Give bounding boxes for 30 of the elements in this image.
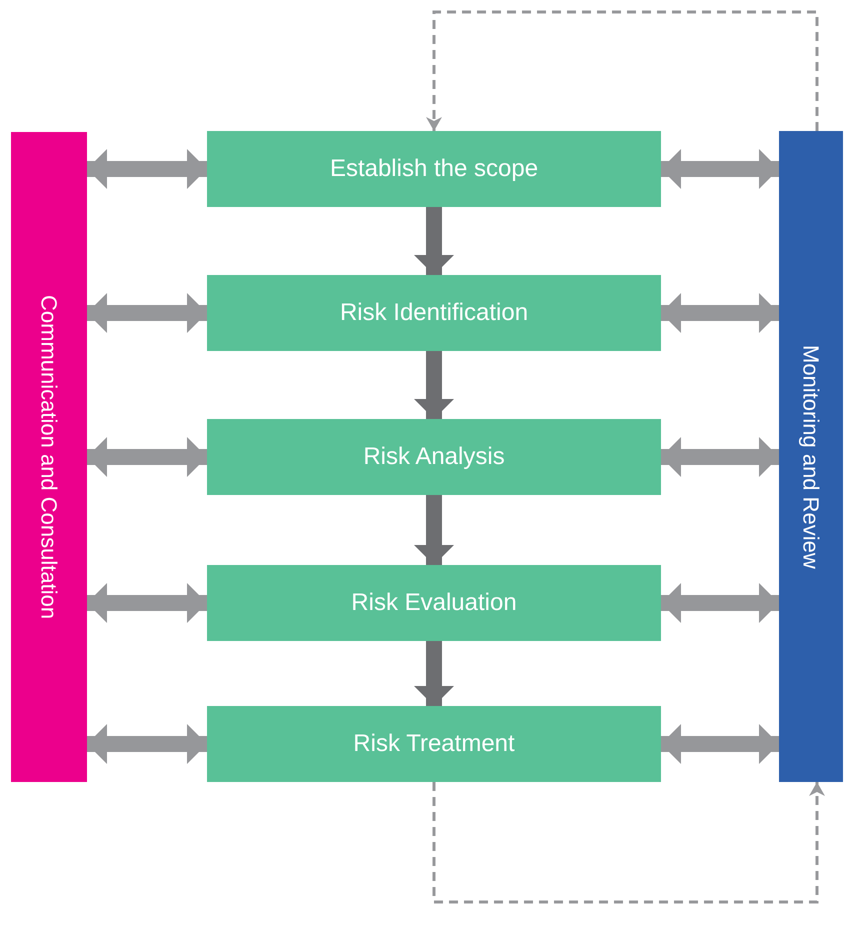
process-box <box>207 275 661 351</box>
node-label: Communication and Consultation <box>36 294 62 620</box>
arrow <box>87 583 207 623</box>
process-box <box>207 706 661 782</box>
arrow <box>661 149 779 189</box>
node-label: Monitoring and Review <box>798 344 824 568</box>
arrow <box>661 293 779 333</box>
node-label: Risk Identification <box>340 298 528 328</box>
arrow <box>414 495 454 565</box>
arrow <box>414 641 454 706</box>
arrow <box>661 724 779 764</box>
arrow <box>414 207 454 275</box>
side-bar <box>779 131 843 782</box>
process-box <box>207 565 661 641</box>
arrow <box>414 351 454 419</box>
process-box <box>207 419 661 495</box>
arrow <box>87 724 207 764</box>
side-bar <box>11 132 87 782</box>
node-label: Establish the scope <box>330 154 538 184</box>
node-label: Risk Treatment <box>353 729 515 759</box>
arrow <box>87 437 207 477</box>
node-label: Risk Evaluation <box>351 588 517 618</box>
arrow <box>87 293 207 333</box>
arrow <box>87 149 207 189</box>
arrow <box>426 10 818 131</box>
process-box <box>207 131 661 207</box>
arrow <box>432 782 825 904</box>
arrow <box>661 437 779 477</box>
node-label: Risk Analysis <box>363 442 505 472</box>
arrow <box>661 583 779 623</box>
